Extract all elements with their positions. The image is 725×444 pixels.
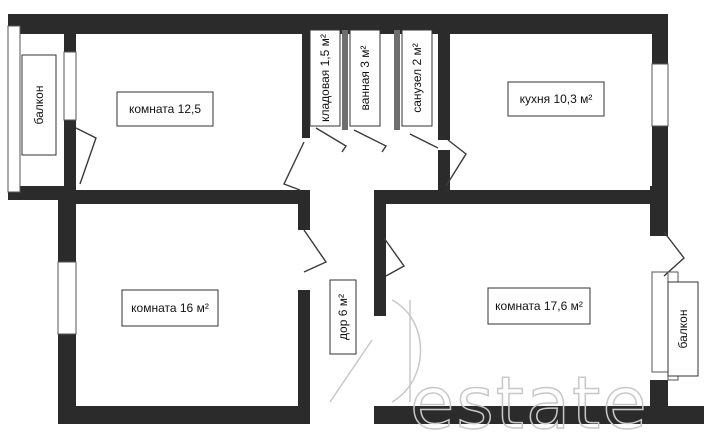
balcony-right-box: [667, 281, 699, 377]
corridor-label: дор 6 м²: [336, 294, 350, 340]
watermark: estate: [329, 299, 649, 444]
room-1-label: комната 12,5: [129, 102, 201, 116]
pantry-label: кладовая 1,5 м²: [318, 34, 332, 122]
watermark-logo-mark: [329, 299, 422, 403]
room-labels: балкон комната 12,5 кладовая 1,5 м² ванн…: [21, 29, 699, 377]
interior-walls: [64, 30, 664, 420]
door-swings: [75, 127, 685, 277]
balcony-left-box: [21, 54, 57, 156]
room-2-label: комната 16 м²: [131, 301, 209, 315]
bathroom-box: [349, 29, 381, 127]
room-3-label: комната 17,6 м²: [495, 299, 583, 313]
balcony-right-label: балкон: [676, 310, 690, 349]
pantry-box: [309, 29, 341, 127]
toilet-label: санузел 2 м²: [410, 43, 424, 113]
room-1-box: [116, 91, 214, 127]
room-2-box: [121, 289, 219, 327]
watermark-text: estate: [410, 361, 649, 444]
balcony-left-label: балкон: [32, 86, 46, 125]
kitchen-box: [507, 81, 605, 117]
kitchen-label: кухня 10,3 м²: [520, 92, 593, 106]
corridor-box: [329, 279, 357, 355]
room-3-box: [487, 287, 591, 325]
bathroom-label: ванная 3 м²: [358, 46, 372, 111]
toilet-box: [401, 29, 433, 127]
windows: [7, 25, 669, 373]
